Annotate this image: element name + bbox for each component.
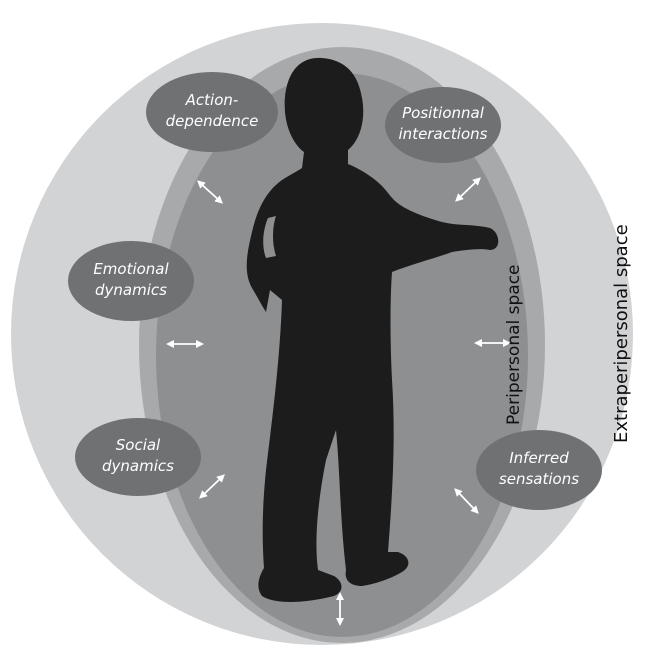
bubble-label-line1: Positionnal: [402, 104, 485, 122]
arrow-inferred-icon: [454, 488, 479, 514]
bubble-label-line1: Emotional: [93, 260, 169, 278]
human-silhouette: [246, 57, 499, 602]
bubble-inferred-sensations: Inferred sensations: [476, 430, 602, 510]
arrow-social-icon: [199, 474, 225, 499]
extrapersonal-space-label: Extraperipersonal space: [611, 224, 632, 443]
bubble-emotional-dynamics: Emotional dynamics: [68, 241, 194, 321]
bubble-label-line2: dynamics: [95, 281, 167, 299]
bubble-label-line1: Action-: [185, 91, 239, 109]
bubble-label-line2: dynamics: [102, 457, 174, 475]
peripersonal-space-label: Peripersonal space: [504, 264, 524, 425]
bubble-social-dynamics: Social dynamics: [75, 418, 201, 496]
bubble-label-line1: Inferred: [509, 449, 569, 467]
bubble-label-line2: sensations: [499, 470, 579, 488]
arrow-positional-icon: [455, 177, 481, 202]
bubble-label-line2: interactions: [399, 125, 488, 143]
arrow-action-icon: [196, 180, 224, 204]
bubble-label-line1: Social: [116, 436, 161, 454]
bubble-label-line2: dependence: [166, 112, 259, 130]
bubble-positional-interactions: Positionnal interactions: [385, 87, 501, 163]
bubble-action-dependence: Action- dependence: [146, 72, 278, 152]
